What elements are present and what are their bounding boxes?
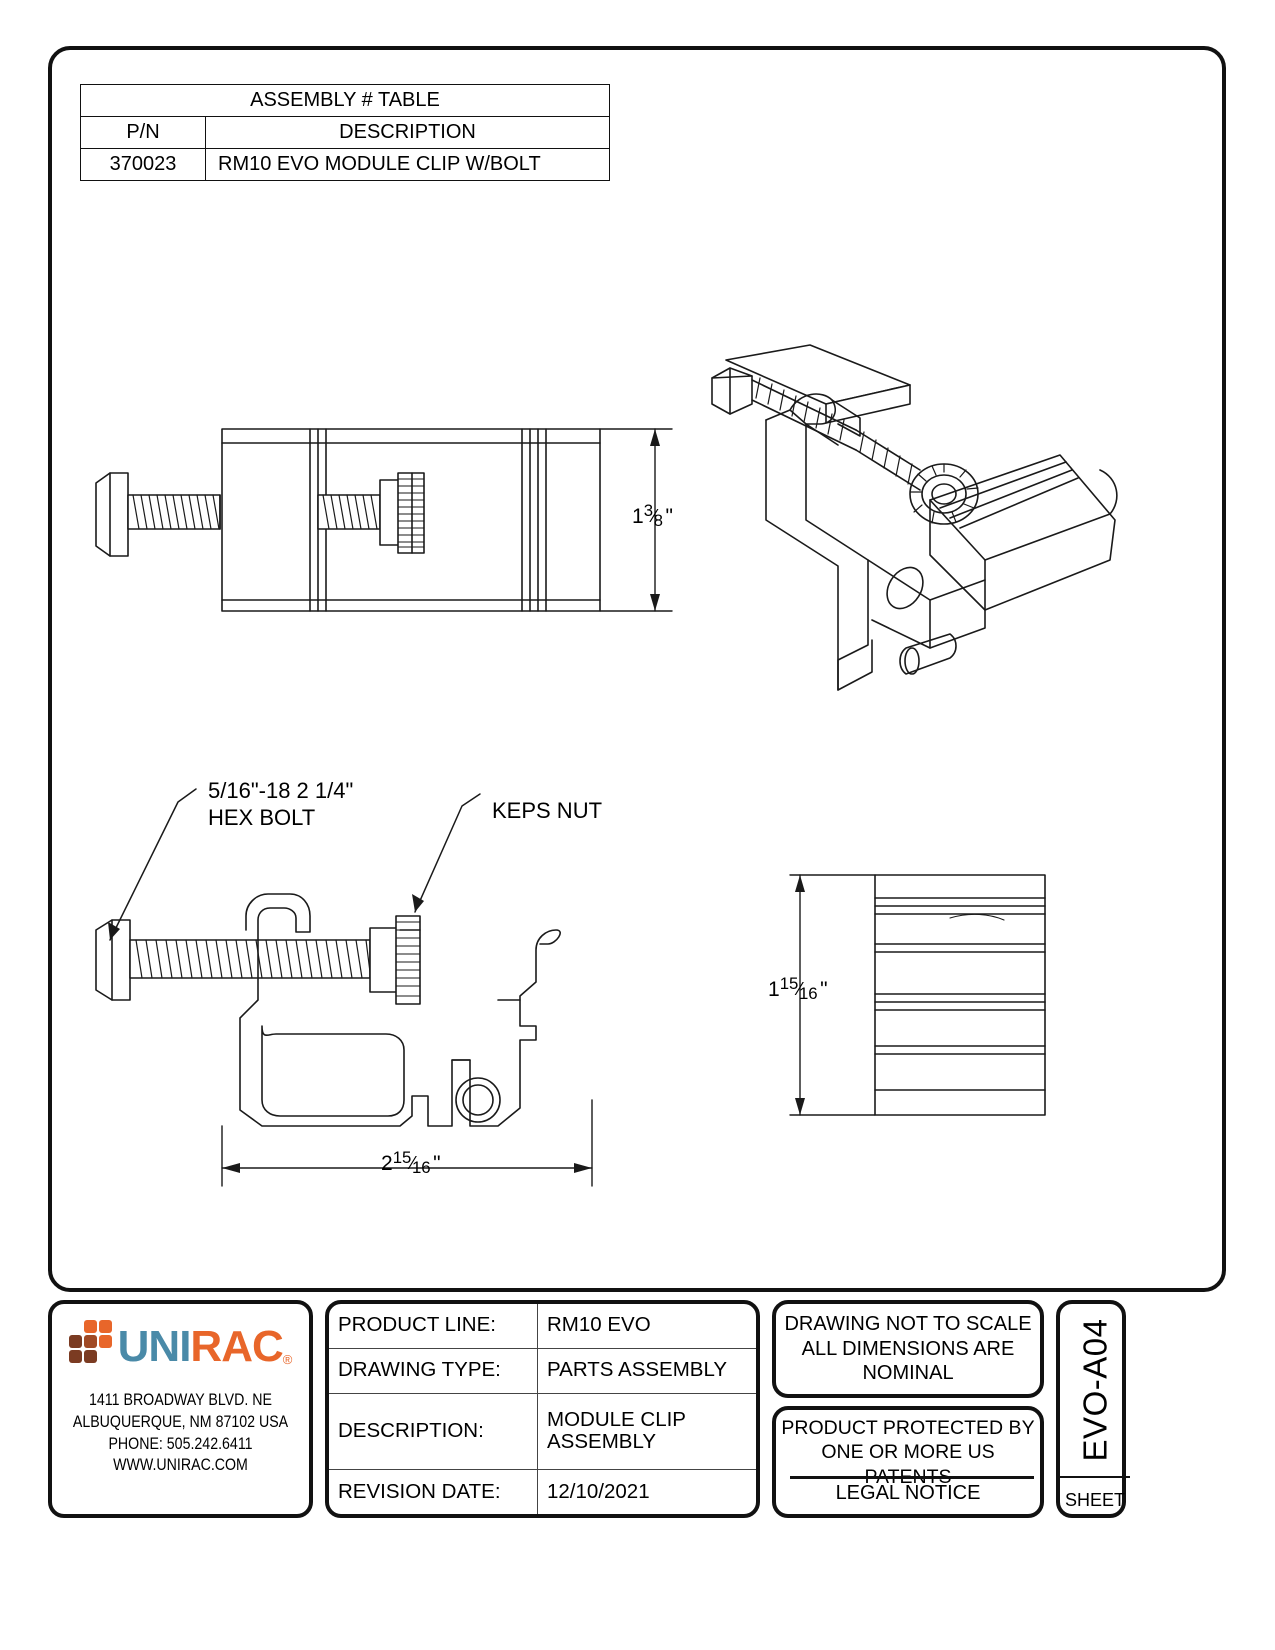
label-revision-date: REVISION DATE:: [329, 1469, 538, 1514]
field-row-revision-date: REVISION DATE: 12/10/2021: [329, 1469, 756, 1514]
label-description: DESCRIPTION:: [329, 1392, 538, 1471]
sheet-number-rotated: EVO-A04: [1060, 1304, 1130, 1476]
callout-hex-bolt: 5/16"-18 2 1/4" HEX BOLT: [208, 778, 353, 832]
callout-keps-nut: KEPS NUT: [492, 798, 603, 823]
sheet-divider: [1060, 1476, 1130, 1478]
legal-notice-heading: LEGAL NOTICE: [835, 1482, 981, 1504]
cell-description: RM10 EVO MODULE CLIP W/BOLT: [205, 148, 610, 181]
address-line-2: ALBUQUERQUE, NM 87102 USA: [72, 1412, 289, 1431]
callout-hex-bolt-spec: 5/16"-18 2 1/4": [208, 778, 354, 803]
field-row-drawing-type: DRAWING TYPE: PARTS ASSEMBLY: [329, 1347, 756, 1394]
scale-note-text: DRAWING NOT TO SCALE ALL DIMENSIONS ARE …: [784, 1313, 1032, 1385]
callout-hex-bolt-name: HEX BOLT: [208, 804, 316, 830]
table-row: 370023 RM10 EVO MODULE CLIP W/BOLT: [80, 148, 610, 181]
header-pn: P/N: [80, 116, 206, 149]
legal-line-1: PRODUCT PROTECTED BY: [781, 1417, 1035, 1439]
scale-note-block: DRAWING NOT TO SCALE ALL DIMENSIONS ARE …: [772, 1300, 1044, 1398]
logo-text-rac: RAC: [190, 1322, 283, 1372]
assembly-table-title: ASSEMBLY # TABLE: [80, 84, 610, 117]
legal-divider: [790, 1476, 1034, 1479]
dimension-label-height-top: 13⁄8": [632, 500, 673, 530]
value-drawing-type: PARTS ASSEMBLY: [537, 1347, 756, 1394]
company-address: 1411 BROADWAY BLVD. NE ALBUQUERQUE, NM 8…: [70, 1390, 291, 1477]
label-product-line: PRODUCT LINE:: [329, 1304, 538, 1349]
table-header-row: P/N DESCRIPTION: [80, 116, 610, 149]
sheet-number-block: EVO-A04 SHEET: [1056, 1300, 1130, 1518]
field-row-description: DESCRIPTION: MODULE CLIP ASSEMBLY: [329, 1392, 756, 1471]
title-block-fields: PRODUCT LINE: RM10 EVO DRAWING TYPE: PAR…: [325, 1300, 760, 1518]
label-drawing-type: DRAWING TYPE:: [329, 1347, 538, 1394]
logo-squares-icon: [68, 1318, 115, 1364]
registered-mark-icon: ®: [282, 1352, 293, 1367]
header-description: DESCRIPTION: [205, 116, 610, 149]
legal-notice-block: PRODUCT PROTECTED BY ONE OR MORE US PATE…: [772, 1406, 1044, 1518]
cell-pn: 370023: [80, 148, 206, 181]
dimension-label-width-bottom: 215⁄16": [381, 1147, 441, 1177]
sheet-number-value: EVO-A04: [1076, 1318, 1113, 1462]
address-line-1: 1411 BROADWAY BLVD. NE: [89, 1391, 272, 1409]
drawing-frame: [48, 46, 1226, 1292]
value-revision-date: 12/10/2021: [537, 1469, 756, 1514]
sheet-label: SHEET: [1064, 1489, 1125, 1510]
address-line-3: PHONE: 505.242.6411: [108, 1434, 253, 1453]
value-description: MODULE CLIP ASSEMBLY: [537, 1392, 756, 1471]
dimension-label-height-right: 115⁄16": [768, 973, 828, 1003]
assembly-number-table: ASSEMBLY # TABLE P/N DESCRIPTION 370023 …: [80, 84, 610, 181]
logo-text-uni: UNI: [117, 1322, 192, 1372]
field-row-product-line: PRODUCT LINE: RM10 EVO: [329, 1304, 756, 1349]
table-title-row: ASSEMBLY # TABLE: [80, 84, 610, 117]
address-line-4: WWW.UNIRAC.COM: [113, 1456, 248, 1475]
value-product-line: RM10 EVO: [537, 1304, 756, 1349]
